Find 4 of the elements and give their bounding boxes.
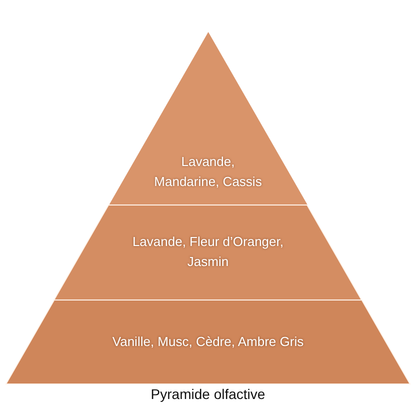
note-list: Lavande, Fleur d’Oranger, Jasmin: [122, 232, 293, 272]
note-list: Lavande, Mandarine, Cassis: [152, 152, 264, 192]
caption: Pyramide olfactive: [150, 386, 266, 402]
note-list: Vanille, Musc, Cèdre, Ambre Gris: [78, 332, 338, 352]
